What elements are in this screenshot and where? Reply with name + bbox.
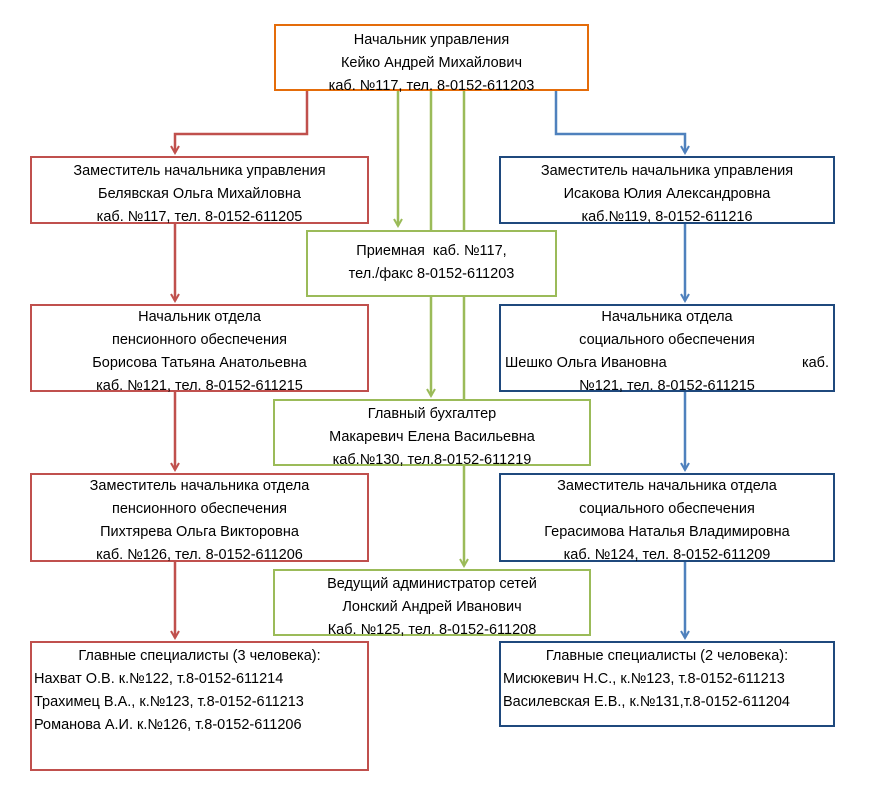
- pension-specialist-2: Трахимец В.А., к.№123, т.8-0152-611213: [34, 694, 304, 710]
- social-specialist-1: Мисюкевич Н.С., к.№123, т.8-0152-611213: [503, 671, 785, 687]
- pension-deputy-name: Пихтярева Ольга Викторовна: [100, 524, 299, 540]
- arrow-head-to-deputy-right: [554, 90, 685, 153]
- reception-line1: Приемная каб. №117,: [356, 243, 507, 259]
- deputy-left-title: Заместитель начальника управления: [73, 163, 326, 179]
- social-deputy-box: Заместитель начальника отдела социальног…: [499, 473, 835, 563]
- head-title: Начальник управления: [353, 32, 510, 48]
- deputy-right-title: Заместитель начальника управления: [540, 163, 794, 179]
- deputy-left-contact: каб. №117, тел. 8-0152-611205: [96, 209, 303, 225]
- deputy-right-name: Исакова Юлия Александровна: [563, 186, 771, 202]
- accountant-contact: каб.№130, тел.8-0152-611219: [332, 452, 532, 468]
- deputy-left-name: Белявская Ольга Михайловна: [98, 186, 301, 202]
- social-deputy-contact: каб. №124, тел. 8-0152-611209: [563, 547, 771, 563]
- social-head-box: Начальника отдела социального обеспечени…: [499, 304, 835, 394]
- pension-head-title: Начальник отдела: [138, 309, 261, 325]
- pension-specialists-heading: Главные специалисты (3 человека):: [78, 648, 321, 664]
- reception-box: Приемная каб. №117, тел./факс 8-0152-611…: [306, 230, 557, 297]
- social-head-name: Шешко Ольга Ивановна: [505, 355, 667, 371]
- social-head-name-tail: каб.: [801, 355, 829, 371]
- pension-specialist-1: Нахват О.В. к.№122, т.8-0152-611214: [34, 671, 284, 687]
- social-deputy-name: Герасимова Наталья Владимировна: [544, 524, 790, 540]
- admin-box: Ведущий администратор сетей Лонский Андр…: [273, 569, 591, 638]
- pension-deputy-box: Заместитель начальника отдела пенсионног…: [30, 473, 369, 563]
- social-deputy-title2: социального обеспечения: [579, 501, 755, 517]
- social-deputy-title: Заместитель начальника отдела: [557, 478, 777, 494]
- deputy-left-box: Заместитель начальника управления Белявс…: [30, 156, 369, 225]
- deputy-right-box: Заместитель начальника управления Исаков…: [499, 156, 835, 225]
- arrow-head-to-deputy-left: [175, 90, 309, 153]
- pension-head-title2: пенсионного обеспечения: [111, 332, 287, 348]
- pension-head-box: Начальник отдела пенсионного обеспечения…: [30, 304, 369, 394]
- admin-name: Лонский Андрей Иванович: [342, 599, 522, 615]
- pension-specialists-box: Главные специалисты (3 человека): Нахват…: [30, 641, 369, 771]
- admin-contact: Каб. №125, тел. 8-0152-611208: [327, 622, 537, 638]
- admin-title: Ведущий администратор сетей: [327, 576, 537, 592]
- deputy-right-contact: каб.№119, 8-0152-611216: [581, 209, 753, 225]
- social-specialists-box: Главные специалисты (2 человека): Мисюке…: [499, 641, 835, 727]
- pension-specialist-3: Романова А.И. к.№126, т.8-0152-611206: [34, 717, 302, 733]
- pension-head-contact: каб. №121, тел. 8-0152-611215: [96, 378, 303, 394]
- pension-deputy-contact: каб. №126, тел. 8-0152-611206: [96, 547, 303, 563]
- accountant-title: Главный бухгалтер: [367, 406, 497, 422]
- head-contact: каб. №117, тел. 8-0152-611203: [328, 78, 535, 94]
- head-box: Начальник управления Кейко Андрей Михайл…: [274, 24, 589, 94]
- social-specialist-2: Василевская Е.В., к.№131,т.8-0152-611204: [503, 694, 790, 710]
- reception-line2: тел./факс 8-0152-611203: [348, 266, 515, 282]
- pension-deputy-title: Заместитель начальника отдела: [89, 478, 310, 494]
- social-head-name-row: Шешко Ольга Ивановна каб.: [501, 352, 833, 375]
- head-name: Кейко Андрей Михайлович: [340, 55, 523, 71]
- social-head-title2: социального обеспечения: [579, 332, 755, 348]
- social-head-contact: №121, тел. 8-0152-611215: [579, 378, 755, 394]
- pension-head-name: Борисова Татьяна Анатольевна: [92, 355, 307, 371]
- social-head-title: Начальника отдела: [601, 309, 733, 325]
- accountant-name: Макаревич Елена Васильевна: [329, 429, 535, 445]
- social-specialists-heading: Главные специалисты (2 человека):: [545, 648, 789, 664]
- pension-deputy-title2: пенсионного обеспечения: [111, 501, 287, 517]
- accountant-box: Главный бухгалтер Макаревич Елена Василь…: [273, 399, 591, 468]
